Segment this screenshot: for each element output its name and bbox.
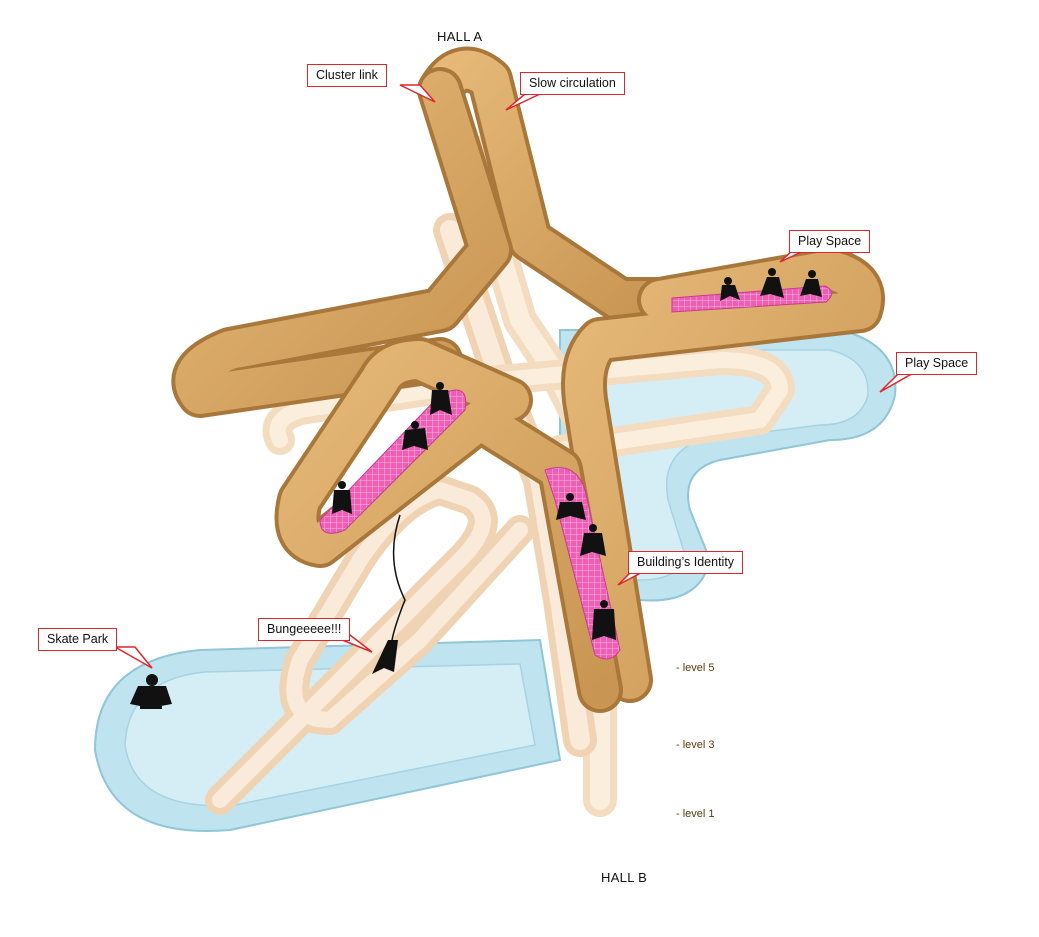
figure-upper-right-3 <box>800 270 822 297</box>
level-1-label: - level 1 <box>676 808 715 820</box>
figure-right-2 <box>580 524 606 556</box>
callout-play-space-upper: Play Space <box>789 230 871 253</box>
level-5-structure <box>171 46 885 713</box>
play-space-pool <box>559 329 897 602</box>
callout-cluster-link: Cluster link <box>307 64 387 87</box>
skate-park-pool <box>93 638 562 832</box>
figure-left-2 <box>402 421 428 450</box>
callout-bungee: Bungeeeee!!! <box>258 618 351 641</box>
hall-b-label: HALL B <box>601 870 648 885</box>
figure-right-3 <box>592 600 616 640</box>
level-5-label: - level 5 <box>676 662 715 674</box>
callout-play-space-lower: Play Space <box>896 352 978 375</box>
callout-skate-park: Skate Park <box>38 628 118 651</box>
level-3-label: - level 3 <box>676 739 715 751</box>
figure-right-1 <box>556 493 586 520</box>
callout-slow-circulation: Slow circulation <box>520 72 625 95</box>
figure-upper-right-1 <box>720 277 740 301</box>
hall-a-label: HALL A <box>437 29 483 44</box>
skater-figure <box>130 674 172 709</box>
callout-buildings-identity: Building’s Identity <box>628 551 744 574</box>
figure-left-3 <box>332 481 352 514</box>
bungee-figure <box>372 514 406 674</box>
figure-left-1 <box>430 382 452 415</box>
figure-upper-right-2 <box>760 268 784 298</box>
people-figures <box>130 268 822 709</box>
